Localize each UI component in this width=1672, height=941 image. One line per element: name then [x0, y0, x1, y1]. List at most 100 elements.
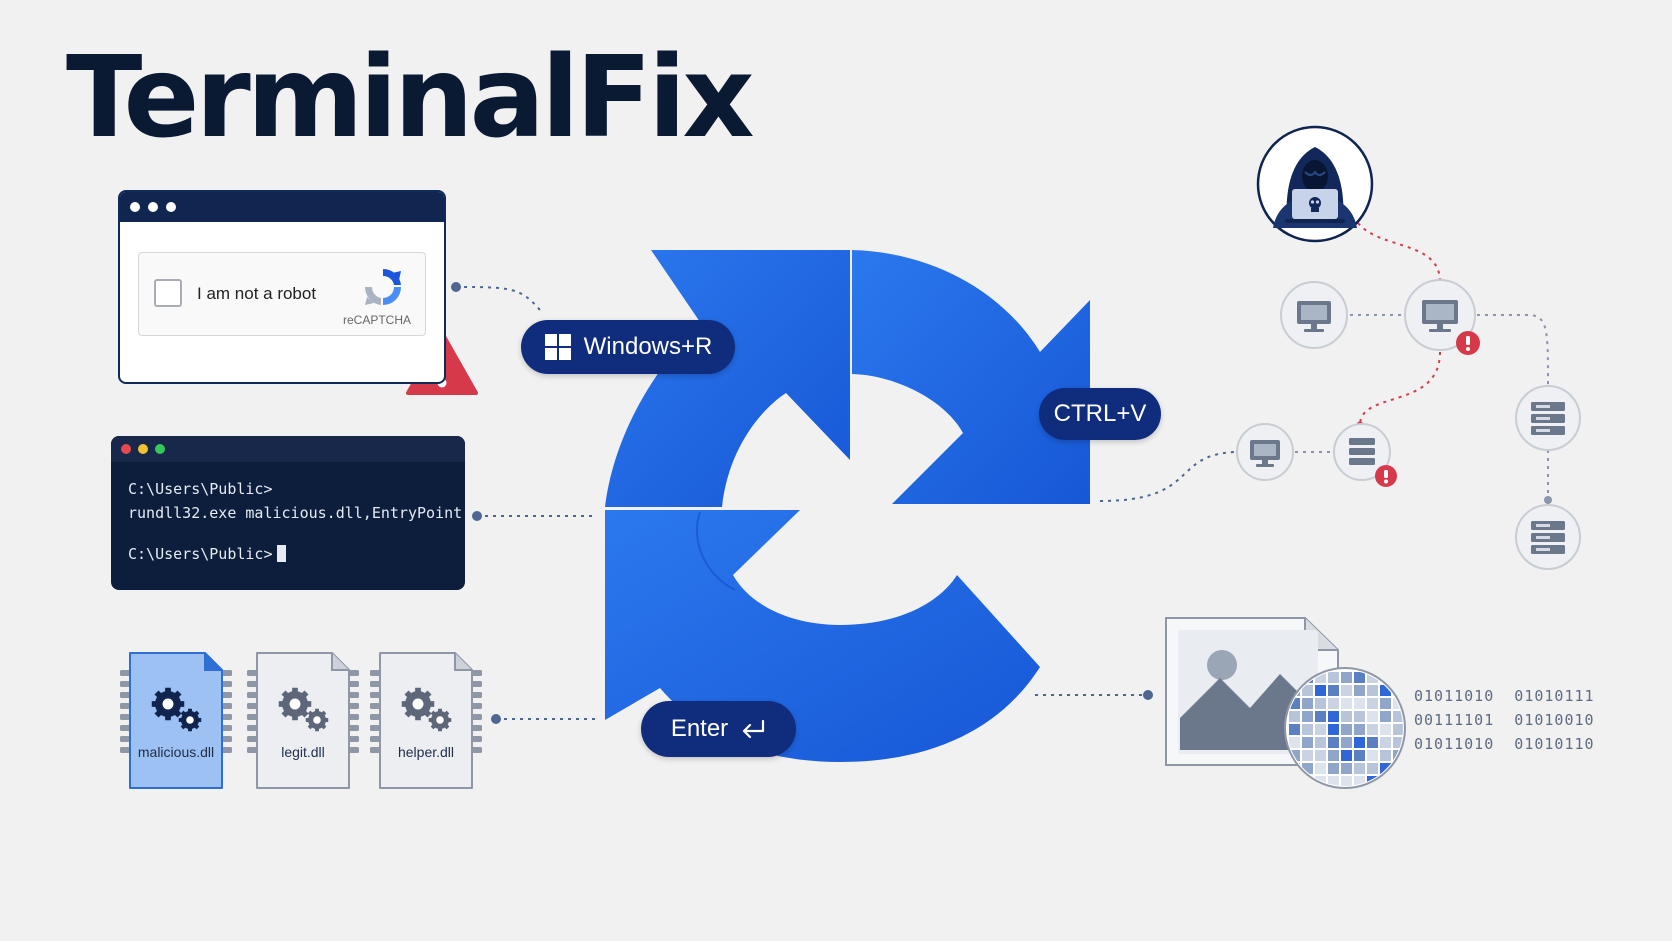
server-node-1-icon: [1515, 385, 1581, 451]
pixel-cell: [1341, 698, 1352, 709]
windows-logo-icon: [544, 334, 571, 360]
pixel-cell: [1393, 776, 1403, 786]
pixel-cell: [1328, 763, 1339, 774]
recaptcha-logo-icon: [364, 268, 401, 305]
pixel-cell: [1315, 698, 1326, 709]
step-windows-r: Windows+R: [583, 333, 713, 360]
pixel-cell: [1315, 750, 1326, 761]
pixel-cell: [1328, 776, 1339, 786]
pixel-cell: [1315, 711, 1326, 722]
pixel-cell: [1367, 698, 1378, 709]
pixel-cell: [1289, 724, 1300, 735]
file-label-malicious: malicious.dll: [137, 744, 215, 760]
monitor-node-2-icon: [1404, 279, 1476, 351]
pixel-cell: [1354, 698, 1365, 709]
pixel-cell: [1354, 750, 1365, 761]
pixel-cell: [1354, 776, 1365, 786]
pixel-cell: [1289, 750, 1300, 761]
pixel-cell: [1354, 763, 1365, 774]
window-dot: [148, 202, 158, 212]
monitor-node-3-icon: [1236, 423, 1294, 481]
pixel-cell: [1367, 750, 1378, 761]
pixel-cell: [1380, 698, 1391, 709]
pixel-cell: [1367, 763, 1378, 774]
pixel-cell: [1289, 737, 1300, 748]
terminal-cursor: [276, 545, 286, 562]
file-label-legit: legit.dll: [281, 744, 325, 760]
binary-line: 01011010 01010111: [1414, 687, 1595, 705]
pixel-cell: [1328, 698, 1339, 709]
pixel-cell: [1354, 724, 1365, 735]
pixel-cell: [1341, 711, 1352, 722]
pixel-cell: [1380, 711, 1391, 722]
pixel-cell: [1302, 685, 1313, 696]
alert-badge-icon: [1456, 331, 1480, 355]
maximize-dot: [155, 444, 165, 454]
captcha-checkbox[interactable]: [154, 279, 182, 307]
pixel-cell: [1354, 711, 1365, 722]
connector-lines: [455, 286, 1236, 720]
pixel-cell: [1354, 685, 1365, 696]
network-links: [1295, 222, 1549, 500]
binary-line: 00111101 01010010: [1414, 711, 1595, 729]
cycle-arrow-top-right: [852, 250, 1090, 504]
pixel-cell: [1341, 763, 1352, 774]
pixel-cell: [1367, 672, 1378, 683]
enter-pill: Enter: [641, 701, 796, 757]
connector-dot: [451, 282, 461, 292]
connector-dot: [472, 511, 482, 521]
pixel-cell: [1289, 698, 1300, 709]
pixel-cell: [1302, 737, 1313, 748]
minimize-dot: [138, 444, 148, 454]
pixel-cell: [1367, 685, 1378, 696]
captcha-brand: reCAPTCHA: [343, 313, 412, 327]
pixel-cell: [1380, 763, 1391, 774]
close-dot: [121, 444, 131, 454]
pixel-cell: [1328, 750, 1339, 761]
pixel-cell: [1393, 737, 1403, 748]
pixel-cell: [1289, 776, 1300, 786]
pixel-cell: [1302, 750, 1313, 761]
pixel-cell: [1328, 724, 1339, 735]
magnifier-pixel-icon: [1284, 667, 1406, 789]
connector-network: [1099, 451, 1236, 502]
pixel-cell: [1328, 685, 1339, 696]
captcha-window: I am not a robot reCAPTCHA: [118, 190, 446, 384]
window-dot: [166, 202, 176, 212]
windows-r-pill: Windows+R: [521, 320, 735, 374]
pixel-cell: [1341, 737, 1352, 748]
pixel-cell: [1315, 763, 1326, 774]
terminal-prompt: C:\Users\Public>: [128, 545, 286, 563]
ctrl-v-pill: CTRL+V: [1039, 388, 1161, 440]
pixel-cell: [1354, 737, 1365, 748]
terminal-line: C:\Users\Public>: [128, 480, 273, 498]
pixel-cell: [1328, 737, 1339, 748]
binary-line: 01011010 01010110: [1414, 735, 1595, 753]
pixel-cell: [1302, 711, 1313, 722]
pixel-cell: [1380, 750, 1391, 761]
window-dot: [130, 202, 140, 212]
pixel-cell: [1315, 685, 1326, 696]
dll-file-icon: [247, 652, 359, 789]
connector-dot: [491, 714, 501, 724]
terminal-window: C:\Users\Public> rundll32.exe malicious.…: [111, 436, 465, 590]
pixel-cell: [1341, 724, 1352, 735]
cycle-arrow-top-left: [605, 250, 850, 507]
dll-file-icon: [120, 652, 232, 789]
pixel-cell: [1341, 672, 1352, 683]
hacker-icon: [1256, 125, 1374, 243]
captcha-label: I am not a robot: [197, 284, 317, 303]
pixel-cell: [1354, 672, 1365, 683]
pixel-cell: [1393, 711, 1403, 722]
pixel-cell: [1367, 737, 1378, 748]
terminal-titlebar: [111, 436, 465, 462]
pixel-cell: [1341, 685, 1352, 696]
terminal-prompt-text: C:\Users\Public>: [128, 545, 273, 563]
connector-captcha: [455, 286, 541, 311]
pixel-cell: [1341, 750, 1352, 761]
pixel-cell: [1315, 737, 1326, 748]
monitor-node-1-icon: [1280, 281, 1348, 349]
pixel-cell: [1302, 698, 1313, 709]
enter-return-icon: [743, 719, 765, 739]
pixel-cell: [1315, 724, 1326, 735]
